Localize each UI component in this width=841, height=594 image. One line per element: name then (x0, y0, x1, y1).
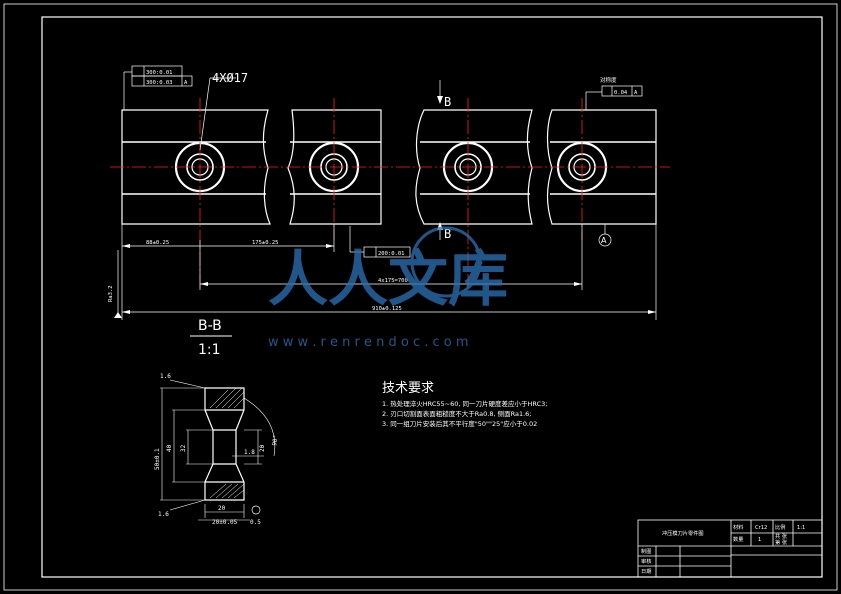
tb-date-label: 日期 (641, 568, 651, 575)
section-dim-bottom: 1.6 (158, 511, 169, 518)
watermark-text: 人人文库 (268, 245, 508, 315)
title-block (637, 519, 823, 578)
datum-label: A (601, 236, 607, 245)
section-marker-bottom: B (444, 227, 451, 241)
tb-material-value: Cr12 (755, 525, 767, 531)
section-dim-top: 1.6 (160, 373, 171, 380)
blade-block-4 (546, 109, 657, 225)
requirement-item-2: 2. 刃口切割面表面粗糙度不大于Ra0.8, 侧面Ra1.6; (382, 409, 531, 418)
section-dim-groove: 1.8 (244, 449, 255, 456)
datum-a-circle (598, 233, 612, 247)
section-dim-bottom-tol: 20±0.05 (212, 519, 238, 526)
tb-qty-value: 1 (758, 537, 761, 543)
section-dim-bore: 20 (259, 444, 266, 452)
dim-d4: 910±0.125 (372, 306, 402, 312)
section-dims (160, 379, 276, 521)
section-dim-bottom-extra: 0.5 (250, 519, 261, 526)
right-frame-note: 对称度 (600, 76, 617, 84)
right-frame-datum: A (634, 90, 638, 96)
blade-block-2 (287, 109, 382, 225)
inner-frame (41, 16, 823, 578)
section-scale: 1:1 (198, 342, 221, 358)
main-dimensions (114, 71, 657, 320)
section-dim-inner1: 40 (166, 444, 173, 452)
requirement-item-1: 1. 热处理淬火HRC55~60, 同一刀片硬度差应小于HRC3; (382, 399, 547, 408)
tolerance-frames (131, 65, 643, 258)
requirement-item-3: 3. 同一组刀片安装后其不平行度"50""25"应小于0.02 (382, 419, 537, 428)
section-profile (204, 387, 245, 501)
tb-scale-label: 比例 (775, 523, 785, 531)
section-title: B-B (198, 318, 222, 334)
tb-qty-label: 数量 (733, 535, 743, 543)
tb-sheet-label: 共 张 (775, 532, 788, 540)
blade-block-3 (415, 109, 533, 225)
tb-checked-label: 审核 (641, 557, 651, 565)
hole-callout: 4XØ17 (212, 71, 248, 85)
watermark: 人人文库 w w w . r e n r e n d o c . c o m (268, 226, 508, 350)
right-frame-value: 0.04 (614, 90, 628, 96)
section-dim-left-outer: 50±0.1 (154, 448, 161, 470)
blade-block-1 (121, 109, 271, 225)
tb-sheet-value: 第 张 (775, 538, 788, 546)
roughness-circle (251, 505, 261, 515)
tolerance-top-2-datum: A (184, 80, 188, 86)
section-view (204, 387, 245, 501)
tb-part-name: 冲压模刀片零件图 (662, 529, 704, 537)
section-dim-angle: 90° (271, 434, 280, 446)
requirements-heading: 技术要求 (382, 381, 434, 396)
section-hatch (209, 387, 245, 499)
watermark-url: w w w . r e n r e n d o c . c o m (268, 335, 469, 350)
dim-d2: 175±0.25 (252, 240, 279, 246)
section-dim-inner2: 32 (180, 444, 187, 452)
watermark-ring (410, 226, 482, 298)
dim-d3: 4x175=700 (378, 278, 408, 284)
tolerance-top-1: 300:0.01 (146, 70, 173, 76)
tb-material-label: 材料 (733, 523, 743, 531)
dim-left-note: Ra3.2 (108, 285, 114, 302)
section-dim-bottom-width: 20 (218, 505, 226, 512)
tb-scale-value: 1:1 (797, 525, 805, 531)
section-marker-top: B (444, 95, 451, 109)
outer-border (3, 3, 838, 591)
tb-drawn-label: 制图 (641, 547, 651, 555)
dim-d1: 88±0.25 (146, 240, 169, 246)
tolerance-bottom: 200:0.01 (378, 251, 405, 257)
tolerance-top-2: 300:0.03 (146, 80, 173, 86)
